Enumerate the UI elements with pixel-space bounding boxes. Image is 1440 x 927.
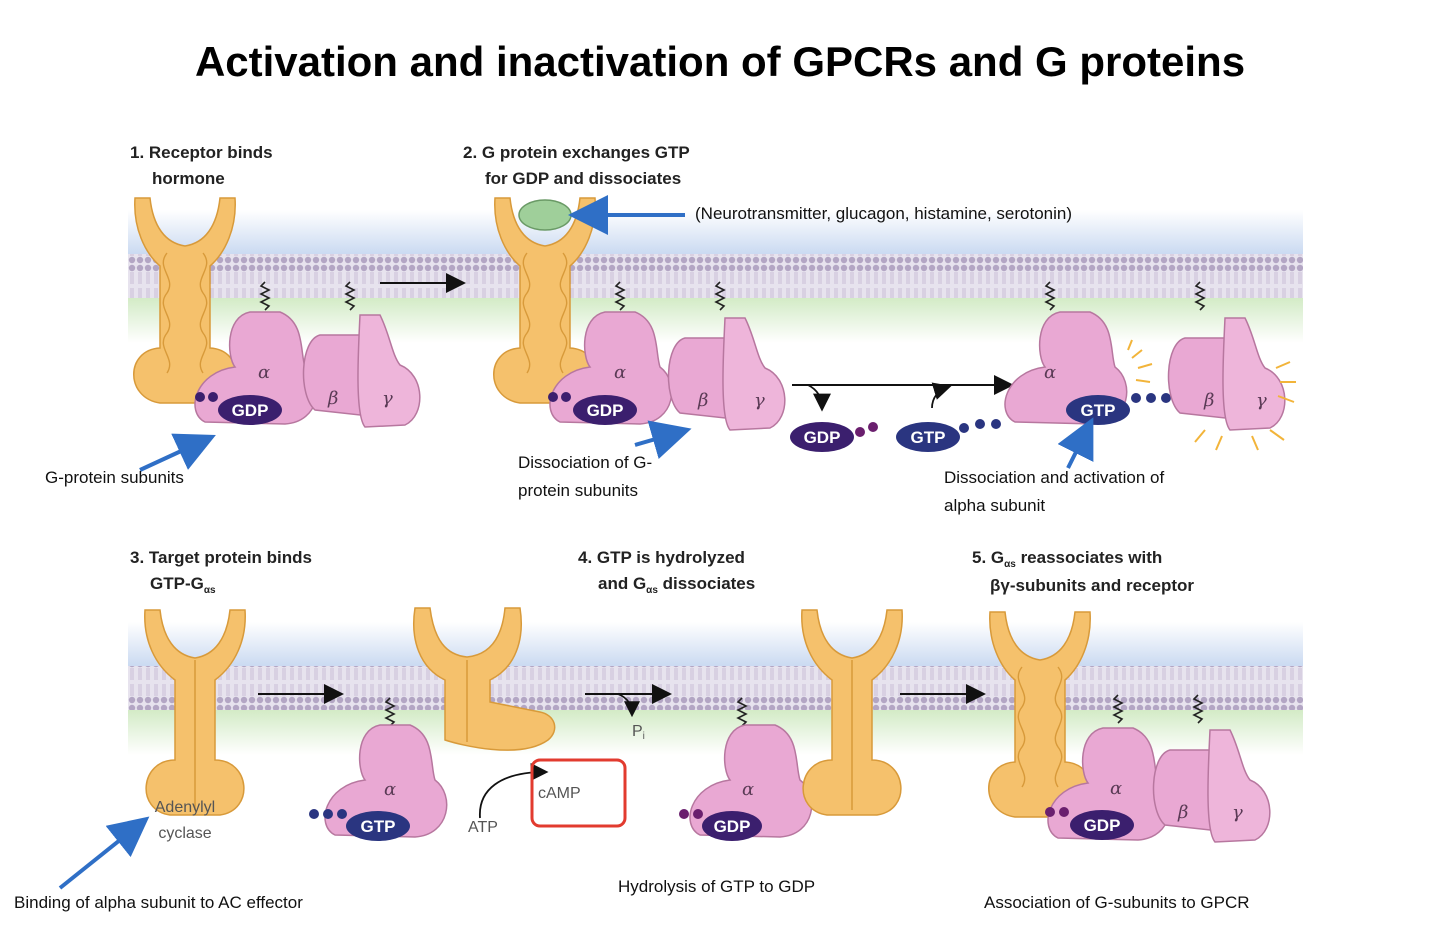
gdp-label: GDP	[804, 428, 841, 447]
activation-glow-icon	[1127, 339, 1153, 383]
beta-label: β	[697, 390, 708, 411]
gamma-label: γ	[1256, 390, 1267, 411]
release-arrow	[807, 384, 831, 412]
step-3-line-2: GTP-Gαs	[150, 574, 216, 596]
step-2-line-1: 2. G protein exchanges GTP	[463, 143, 690, 162]
gdp-molecule: GDP	[195, 392, 282, 425]
hormone-ligand	[518, 199, 572, 231]
gamma-label: γ	[754, 390, 765, 411]
atp-to-camp-arrow	[479, 763, 549, 819]
bound-gtp-molecule: GTP	[309, 809, 410, 841]
alpha-label: α	[614, 362, 626, 383]
step-4-line-1: 4. GTP is hydrolyzed	[578, 548, 745, 567]
activation-glow-icon	[1194, 361, 1296, 451]
gdp-label: GDP	[232, 401, 269, 420]
pi-label: Pi	[632, 723, 645, 742]
gtp-label: GTP	[911, 428, 946, 447]
alpha-label: α	[1044, 362, 1056, 383]
adenylyl-label-1: Adenylyl	[155, 799, 215, 816]
beta-label: β	[1177, 802, 1188, 823]
bound-gdp-molecule: GDP	[679, 809, 762, 841]
alpha-label: α	[1110, 778, 1122, 799]
blue-arrow	[58, 816, 150, 890]
adenylyl-label-2: cyclase	[158, 825, 211, 842]
annotation-ligands: (Neurotransmitter, glucagon, histamine, …	[695, 204, 1072, 223]
gdp-label: GDP	[1084, 816, 1121, 835]
page-title: Activation and inactivation of GPCRs and…	[194, 38, 1246, 85]
annotation-g-protein-subunits: G-protein subunits	[45, 468, 184, 487]
annotation-activation-2: alpha subunit	[944, 496, 1045, 515]
step-1-line-1: 1. Receptor binds	[130, 143, 273, 162]
camp-label: cAMP	[538, 785, 581, 802]
gamma-label: γ	[382, 388, 393, 409]
gdp-label: GDP	[587, 401, 624, 420]
annotation-activation-1: Dissociation and activation of	[944, 468, 1164, 487]
annotation-association: Association of G-subunits to GPCR	[984, 893, 1250, 912]
uptake-arrow	[931, 382, 952, 409]
annotation-binding-alpha: Binding of alpha subunit to AC effector	[14, 893, 303, 912]
alpha-label: α	[258, 362, 270, 383]
alpha-label: α	[742, 779, 754, 800]
beta-label: β	[327, 388, 338, 409]
step-2-line-2: for GDP and dissociates	[485, 169, 681, 188]
alpha-label: α	[384, 779, 396, 800]
free-gtp-molecule: GTP	[896, 419, 1001, 452]
gtp-label: GTP	[1081, 401, 1116, 420]
beta-label: β	[1203, 390, 1214, 411]
pi-release-arrow	[617, 693, 640, 718]
annotation-hydrolysis: Hydrolysis of GTP to GDP	[618, 877, 815, 896]
annotation-dissociation-2: protein subunits	[518, 481, 638, 500]
atp-label: ATP	[468, 819, 498, 836]
gtp-label: GTP	[361, 817, 396, 836]
annotation-dissociation-1: Dissociation of G-	[518, 453, 652, 472]
blue-arrow	[1057, 417, 1094, 469]
bound-gdp-molecule: GDP	[1045, 807, 1134, 840]
gdp-molecule: GDP	[548, 392, 637, 425]
step-1-line-2: hormone	[152, 169, 225, 188]
step-4-line-2: and Gαs dissociates	[598, 574, 755, 596]
blue-arrow	[634, 420, 692, 459]
free-gdp-molecule: GDP	[790, 422, 878, 452]
adenylyl-cyclase-active	[413, 607, 556, 751]
camp-highlight-box	[530, 758, 627, 828]
step-3-line-1: 3. Target protein binds	[130, 548, 312, 567]
gdp-label: GDP	[714, 817, 751, 836]
step-5-line-2: βγ-subunits and receptor	[990, 576, 1194, 595]
blue-arrow	[139, 433, 216, 472]
step-5-line-1: 5. Gαs reassociates with	[972, 548, 1162, 570]
gamma-label: γ	[1232, 802, 1243, 823]
